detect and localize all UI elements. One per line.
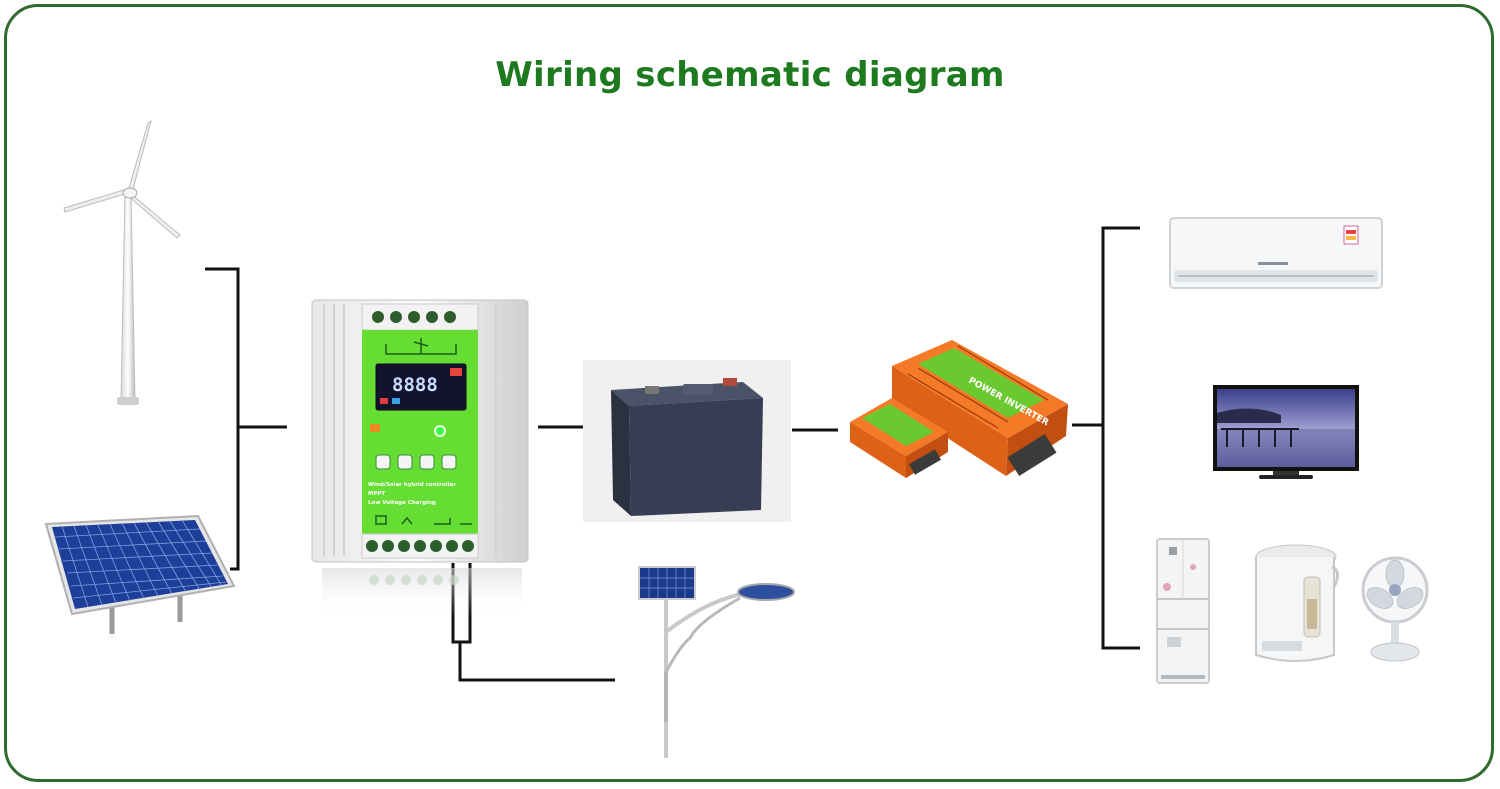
controller-label-3: Low Voltage Charging — [368, 500, 436, 506]
tv-icon — [1213, 385, 1359, 479]
controller-reflection — [322, 568, 522, 618]
wire-loads-bracket — [1101, 226, 1140, 650]
diagram-frame — [4, 4, 1494, 782]
lcd-digits: 8888 — [392, 374, 438, 396]
air-conditioner-icon — [1169, 217, 1383, 289]
wind-turbine-icon — [63, 119, 181, 405]
refrigerator-icon — [1156, 538, 1210, 684]
wire-wind-solar-bracket — [205, 267, 240, 571]
battery-icon — [583, 360, 791, 522]
solar-panel-icon — [44, 514, 236, 634]
controller-label-2: MPPT — [368, 491, 386, 497]
water-dispenser-icon — [1255, 544, 1339, 662]
fan-icon — [1361, 556, 1429, 662]
inverter-icon: POWER INVERTER — [850, 340, 1068, 478]
street-light-icon — [638, 566, 795, 758]
wire-street-light — [458, 642, 615, 682]
controller-label-1: Wind/Solar hybrid controller — [368, 482, 456, 488]
charge-controller-icon: 8888 Wind/Solar hybrid controller MPPT L… — [311, 299, 529, 563]
diagram-title: Wiring schematic diagram — [495, 55, 1005, 95]
